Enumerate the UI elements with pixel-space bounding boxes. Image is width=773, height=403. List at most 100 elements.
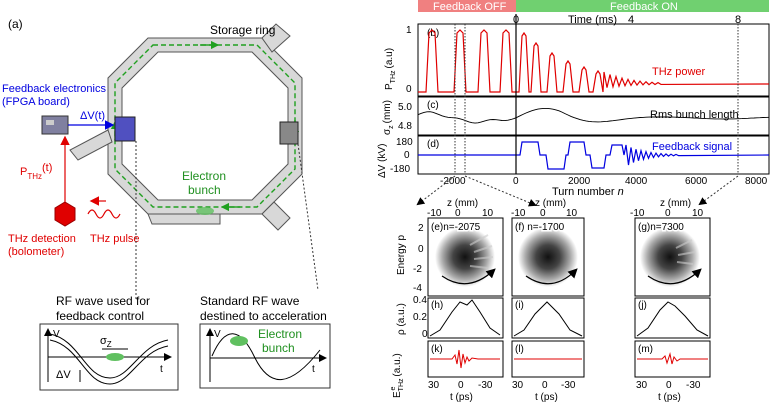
z-tick-col2-0: 0	[540, 208, 546, 219]
e-tag-l: (l)	[515, 344, 524, 355]
phase-tag-f: (f) n=-1700	[515, 222, 565, 233]
turn-tick-6000: 6000	[685, 176, 708, 187]
panel-c-tag: (c)	[427, 100, 439, 111]
t-tick-col1-0: 0	[458, 380, 464, 391]
energy-tick-0: 0	[418, 244, 424, 255]
electron-bunch-label-1: Electron	[182, 169, 226, 183]
inset1-sigma: σZ	[100, 335, 112, 349]
panel-d-ylabel: ΔV (kV)	[377, 144, 388, 178]
energy-tick-2: 2	[418, 223, 424, 234]
beamline-left	[69, 129, 113, 161]
rho-tag-j: (j)	[638, 300, 647, 311]
ethz-ylabel: ETHze(a.u.)	[390, 353, 405, 398]
e-tag-k: (k)	[431, 344, 443, 355]
t-tick-col3-neg30: -30	[686, 380, 701, 391]
z-label-col2: z (mm)	[535, 198, 566, 209]
rf-standard-label-1: Standard RF wave	[200, 294, 300, 308]
panel-b-ytick-1: 1	[406, 25, 412, 36]
panel-d-tag: (d)	[427, 139, 439, 150]
inset2-v-axis: V	[214, 329, 221, 340]
time-tick-8: 8	[735, 14, 741, 26]
inset2-electron-1: Electron	[258, 327, 302, 341]
feedback-kicker-cavity	[114, 116, 136, 142]
t-label-col2: t (ps)	[535, 392, 558, 403]
inset1-v-axis: V	[53, 329, 60, 340]
schematic-panel: (a) Storage ring Electron bunch Feedback…	[2, 17, 331, 391]
panel-b-ytick-0: 0	[406, 84, 412, 95]
turn-axis-label: Turn number n	[552, 186, 624, 198]
thz-detection-label-1: THz detection	[8, 233, 76, 245]
t-tick-col1-neg30: -30	[478, 380, 493, 391]
t-tick-col2-30: 30	[512, 380, 524, 391]
z-tick-col1-0: 0	[455, 208, 461, 219]
storage-ring-label: Storage ring	[210, 23, 275, 37]
t-tick-col1-30: 30	[428, 380, 440, 391]
energy-tick-neg2: -2	[413, 264, 422, 275]
time-axis-label: Time (ms)	[568, 14, 617, 26]
z-label-col1: z (mm)	[447, 198, 478, 209]
t-tick-col3-0: 0	[666, 380, 672, 391]
turn-tick-neg2000: -2000	[440, 176, 466, 187]
panel-c-ytick-50: 5.0	[398, 102, 412, 113]
feedback-on-label: Feedback ON	[610, 1, 678, 13]
feedback-electronics-label-2: (FPGA board)	[2, 96, 70, 108]
panel-d-legend: Feedback signal	[652, 141, 732, 153]
phase-tag-f-fg: (f) n=-1700	[515, 222, 565, 233]
panel-b-tag: (b)	[427, 28, 439, 39]
t-label-col3: t (ps)	[658, 392, 681, 403]
turn-tick-8000: 8000	[745, 176, 768, 187]
panel-c-ylabel: σz(mm)	[382, 100, 395, 135]
energy-ylabel: Energy p	[396, 235, 407, 275]
rho-tick-02: 0.2	[413, 312, 427, 323]
feedback-electronics-label-1: Feedback electronics	[2, 83, 106, 95]
z-tick-col2-neg10: -10	[511, 208, 526, 219]
phase-tag-e: (e)n=-2075	[431, 222, 481, 233]
storage-ring-inner	[121, 51, 289, 201]
bolometer-icon	[54, 201, 76, 227]
electron-bunch-marker	[196, 207, 214, 215]
z-tick-col3-0: 0	[665, 208, 671, 219]
panel-b-frame	[417, 23, 770, 97]
bunch-length-series	[417, 107, 770, 124]
snapshot-panel: z (mm) z (mm) z (mm) -10 0 10 -10 0 10 -…	[390, 198, 711, 403]
z-tick-col1-10: 10	[482, 208, 494, 219]
inset1-dv: ΔV	[56, 369, 71, 381]
rf-cavity	[279, 121, 299, 145]
z-tick-col2-10: 10	[566, 208, 578, 219]
panel-d-ytick-0: 0	[404, 150, 410, 161]
rho-tick-04: 0.4	[413, 295, 427, 306]
inset1-t-axis: t	[160, 364, 163, 375]
rf-feedback-label-1: RF wave used for	[56, 294, 150, 308]
turn-tick-0: 0	[513, 176, 519, 187]
beamline-bottom-right	[261, 201, 291, 231]
turn-tick-4000: 4000	[625, 176, 648, 187]
t-label-col1: t (ps)	[450, 392, 473, 403]
phase-tag-g-fg: (g)n=7300	[638, 222, 684, 233]
pthz-label: PTHz(t)	[20, 162, 52, 181]
panel-b-ylabel: PTHz(a.u)	[384, 48, 397, 90]
beamline-top-right	[261, 23, 291, 53]
thz-detection-label-2: (bolometer)	[8, 246, 64, 258]
t-tick-col3-30: 30	[636, 380, 648, 391]
panel-c-legend: Rms bunch length	[650, 109, 739, 121]
beamline-bottom-left	[147, 213, 221, 225]
panel-c-ytick-48: 4.8	[398, 121, 412, 132]
thz-pulse-wave	[87, 209, 121, 219]
phase-tag-e-fg: (e)n=-2075	[431, 222, 481, 233]
feedback-off-label: Feedback OFF	[433, 1, 507, 13]
rho-tag-i: (i)	[515, 300, 524, 311]
feedback-signal-series	[418, 141, 770, 170]
thz-pulse-label: THz pulse	[90, 233, 140, 245]
panel-d-ytick-neg180: -180	[390, 164, 410, 175]
phase-tag-g: (g)n=7300	[638, 222, 684, 233]
delta-v-label: ΔV(t)	[80, 110, 105, 122]
time-tick-4: 4	[628, 14, 634, 26]
electron-orbit	[114, 44, 296, 208]
z-tick-col3-10: 10	[692, 208, 704, 219]
rho-tick-0: 0	[422, 329, 428, 340]
rho-tag-h: (h)	[431, 300, 443, 311]
feedback-off-band	[418, 0, 516, 12]
panel-label-a: (a)	[8, 17, 23, 31]
inset2-electron-2: bunch	[262, 341, 295, 355]
